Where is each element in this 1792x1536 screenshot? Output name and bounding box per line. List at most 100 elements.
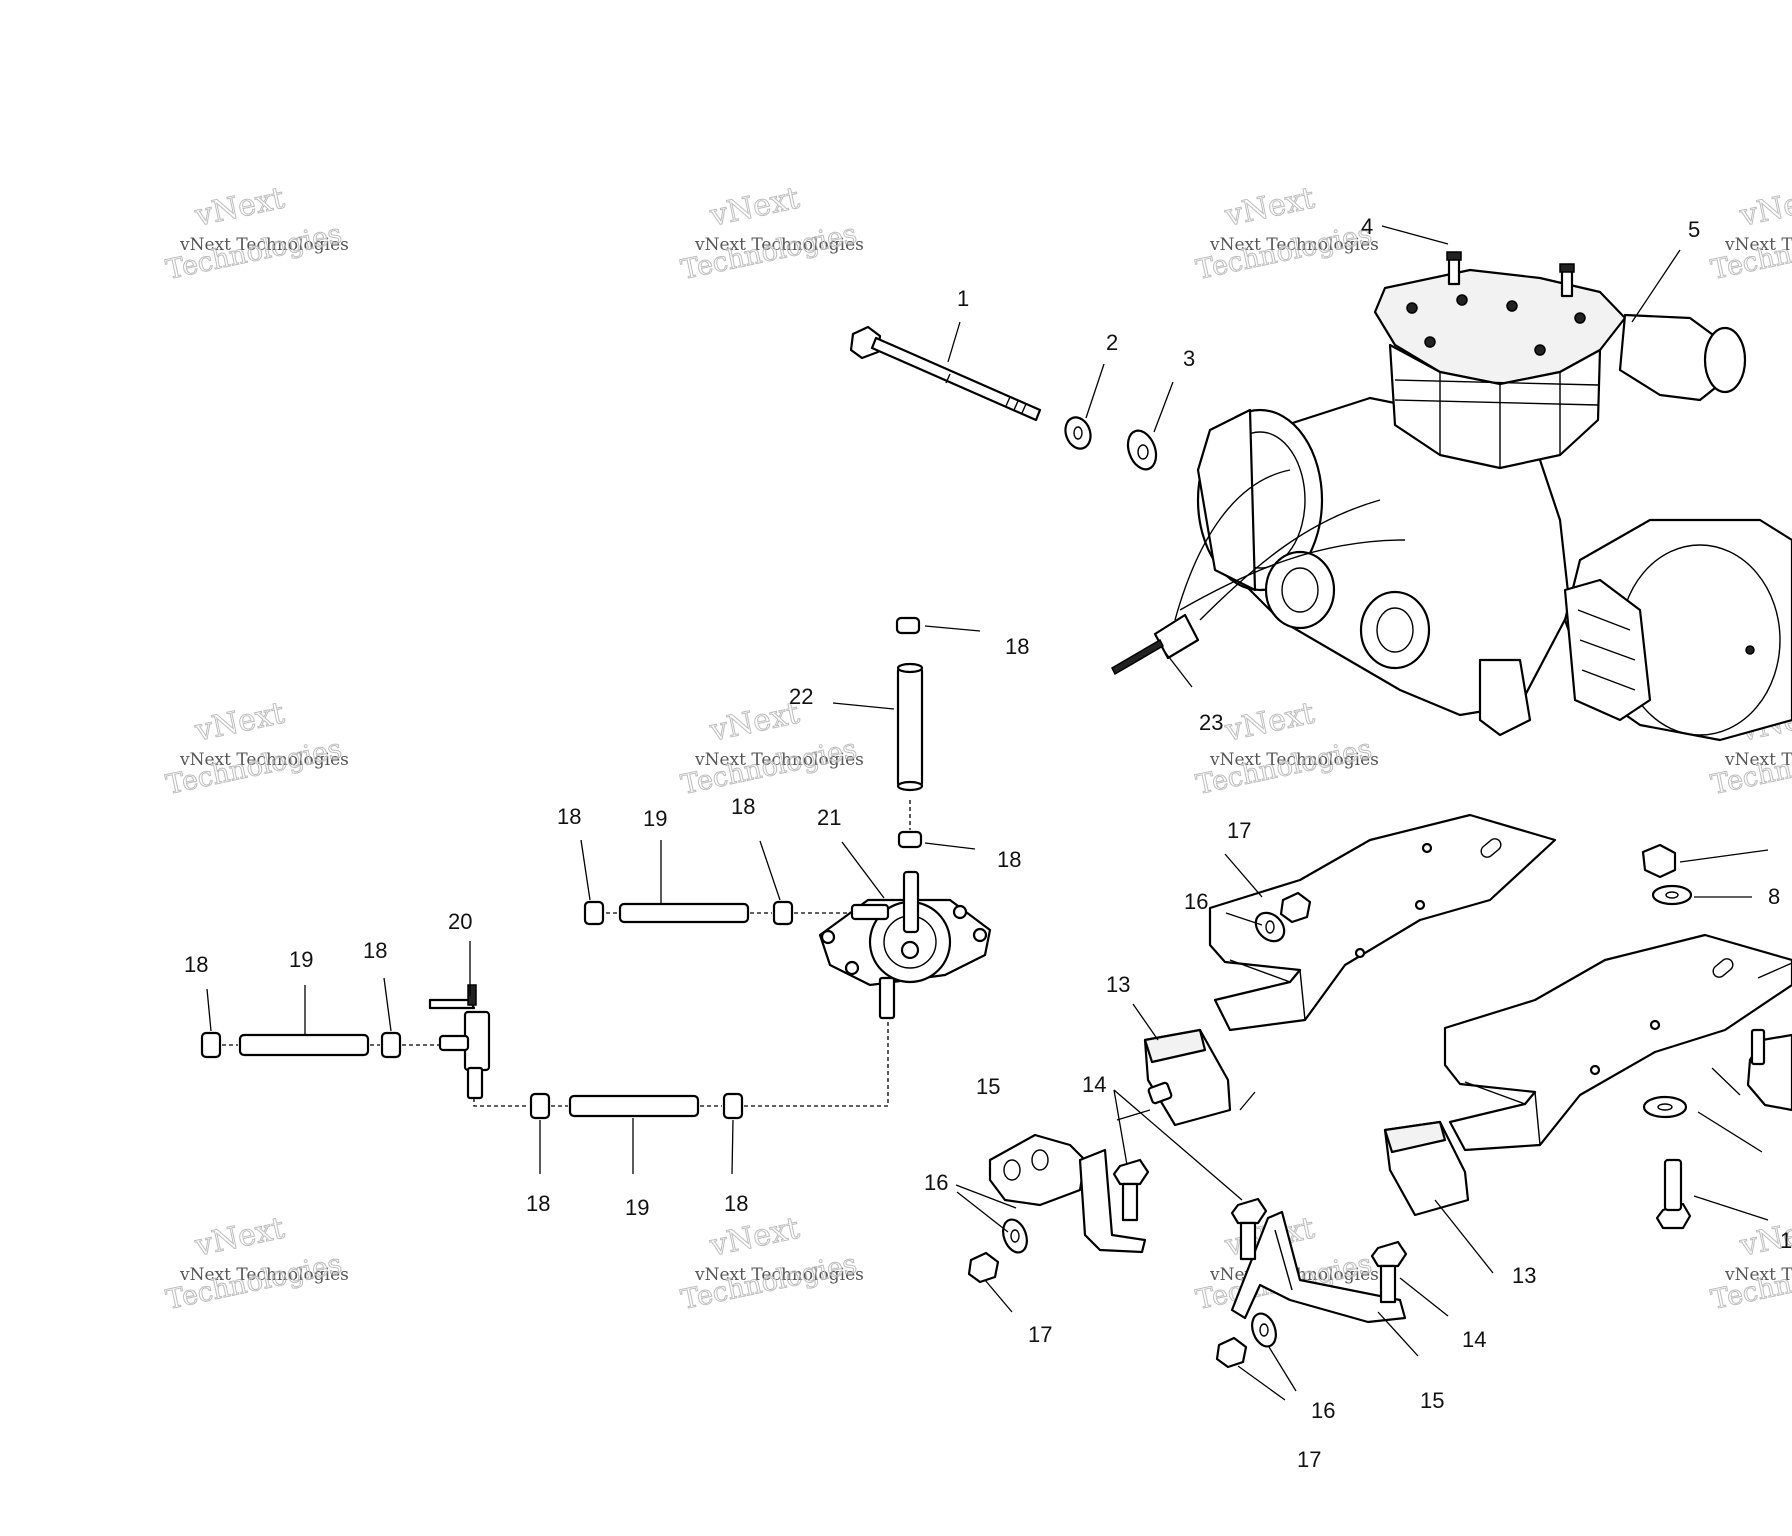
svg-text:vNext Technologies: vNext Technologies <box>1209 235 1379 255</box>
svg-text:vNext: vNext <box>1221 181 1317 234</box>
callout-18: 18 <box>557 804 581 829</box>
callout-19: 19 <box>289 947 313 972</box>
callout-14: 14 <box>1082 1072 1106 1097</box>
svg-text:vNext Technologies: vNext Technologies <box>694 1265 864 1285</box>
svg-text:vNext Technologies: vNext Technologies <box>179 235 349 255</box>
nut <box>967 1251 1000 1284</box>
rubber-mount <box>1383 1120 1470 1217</box>
callout-16: 16 <box>1184 889 1208 914</box>
watermark: vNext vNext Technologies Technologies <box>1193 180 1379 286</box>
callout-8: 8 <box>1768 884 1780 909</box>
callout-18: 18 <box>724 1191 748 1216</box>
washer <box>1254 911 1286 943</box>
svg-text:vNext: vNext <box>706 1211 802 1264</box>
fuel-line-clamp <box>200 1031 222 1059</box>
callout-19: 19 <box>643 806 667 831</box>
watermark: vNext vNext Technologies Technologies <box>163 1210 349 1316</box>
fuel-line-clamp <box>722 1092 744 1120</box>
bracket <box>988 1133 1147 1254</box>
callout-21: 21 <box>817 805 841 830</box>
svg-text:Technologies: Technologies <box>678 218 859 285</box>
svg-text:Technologies: Technologies <box>163 218 344 285</box>
washer <box>1651 884 1693 906</box>
callout-18: 18 <box>1005 634 1029 659</box>
svg-text:vNext: vNext <box>191 1211 287 1264</box>
washer <box>1064 416 1092 450</box>
callout-13: 13 <box>1512 1263 1536 1288</box>
callout-19: 19 <box>625 1195 649 1220</box>
washer <box>1251 1312 1277 1348</box>
watermark: vNext vNext Technologies Technologies <box>1708 180 1792 286</box>
callout-17: 17 <box>1297 1447 1321 1472</box>
callout-18: 18 <box>997 847 1021 872</box>
watermark: vNext vNext Technologies Technologies <box>678 695 864 801</box>
bolt <box>1370 1240 1408 1304</box>
svg-text:vNext: vNext <box>1221 696 1317 749</box>
svg-text:vNext: vNext <box>191 696 287 749</box>
nut <box>1641 843 1677 879</box>
bolt <box>1655 1158 1692 1230</box>
svg-text:vNext Technologies: vNext Technologies <box>179 750 349 770</box>
fuel-line <box>568 1094 700 1118</box>
svg-text:Technologies: Technologies <box>163 733 344 800</box>
svg-text:vNext Technologies: vNext Technologies <box>1724 750 1792 770</box>
callout-1: 1 <box>1780 1228 1792 1253</box>
fuel-line <box>618 902 750 924</box>
callout-4: 4 <box>1361 214 1373 239</box>
fuel-tee-valve <box>428 984 491 1100</box>
engine-mount-plate <box>1443 933 1792 1152</box>
nut <box>1279 891 1312 924</box>
watermark: vNext vNext Technologies Technologies <box>678 1210 864 1316</box>
callout-18: 18 <box>526 1191 550 1216</box>
bolt <box>1230 1197 1268 1261</box>
callout-23: 23 <box>1199 710 1223 735</box>
callout-14: 14 <box>1462 1327 1486 1352</box>
fuel-line-clamp <box>772 900 794 926</box>
watermark: vNext vNext Technologies Technologies <box>678 180 864 286</box>
callout-3: 3 <box>1183 346 1195 371</box>
callout-22: 22 <box>789 684 813 709</box>
svg-text:Technologies: Technologies <box>678 1248 859 1315</box>
svg-text:vNext: vNext <box>706 181 802 234</box>
callout-15: 15 <box>976 1074 1000 1099</box>
svg-text:vNext Technologies: vNext Technologies <box>1209 750 1379 770</box>
fuel-line <box>238 1033 370 1057</box>
callout-17: 17 <box>1028 1322 1052 1347</box>
callout-18: 18 <box>363 938 387 963</box>
impulse-fitting <box>1111 613 1200 676</box>
callout-16: 16 <box>924 1170 948 1195</box>
svg-text:vNext Technologies: vNext Technologies <box>179 1265 349 1285</box>
watermark: vNext vNext Technologies Technologies <box>1708 1210 1792 1316</box>
watermark: vNext vNext Technologies Technologies <box>1193 695 1379 801</box>
bolt <box>1112 1158 1150 1222</box>
fuel-line-clamp <box>529 1092 551 1120</box>
fuel-pump <box>818 870 992 1020</box>
nut <box>1215 1336 1248 1369</box>
callout-13: 13 <box>1106 972 1130 997</box>
rubber-mount <box>1746 1028 1792 1112</box>
callout-18: 18 <box>184 952 208 977</box>
watermark: vNext vNext Technologies Technologies <box>163 180 349 286</box>
callout-20: 20 <box>448 909 472 934</box>
svg-text:Technologies: Technologies <box>1193 218 1374 285</box>
fuel-line-clamp <box>583 900 605 926</box>
fuel-line-clamp <box>380 1031 402 1059</box>
washer <box>1642 1095 1688 1119</box>
fuel-line-clamp <box>897 830 923 849</box>
bolt <box>849 325 1042 422</box>
washer <box>1002 1218 1028 1254</box>
callout-16: 16 <box>1311 1398 1335 1423</box>
callout-17: 17 <box>1227 818 1251 843</box>
svg-text:Technologies: Technologies <box>678 733 859 800</box>
engine-assembly <box>1174 251 1792 742</box>
washer <box>1126 429 1158 471</box>
callout-5: 5 <box>1688 217 1700 242</box>
svg-text:Technologies: Technologies <box>1193 733 1374 800</box>
callout-15: 15 <box>1420 1388 1444 1413</box>
svg-text:Technologies: Technologies <box>163 1248 344 1315</box>
svg-text:vNext: vNext <box>191 181 287 234</box>
callouts: 1 2 3 4 5 8 13 13 14 14 15 15 16 16 16 1… <box>184 214 1792 1472</box>
svg-text:vNext: vNext <box>1736 181 1792 234</box>
bracket <box>1230 1210 1407 1324</box>
